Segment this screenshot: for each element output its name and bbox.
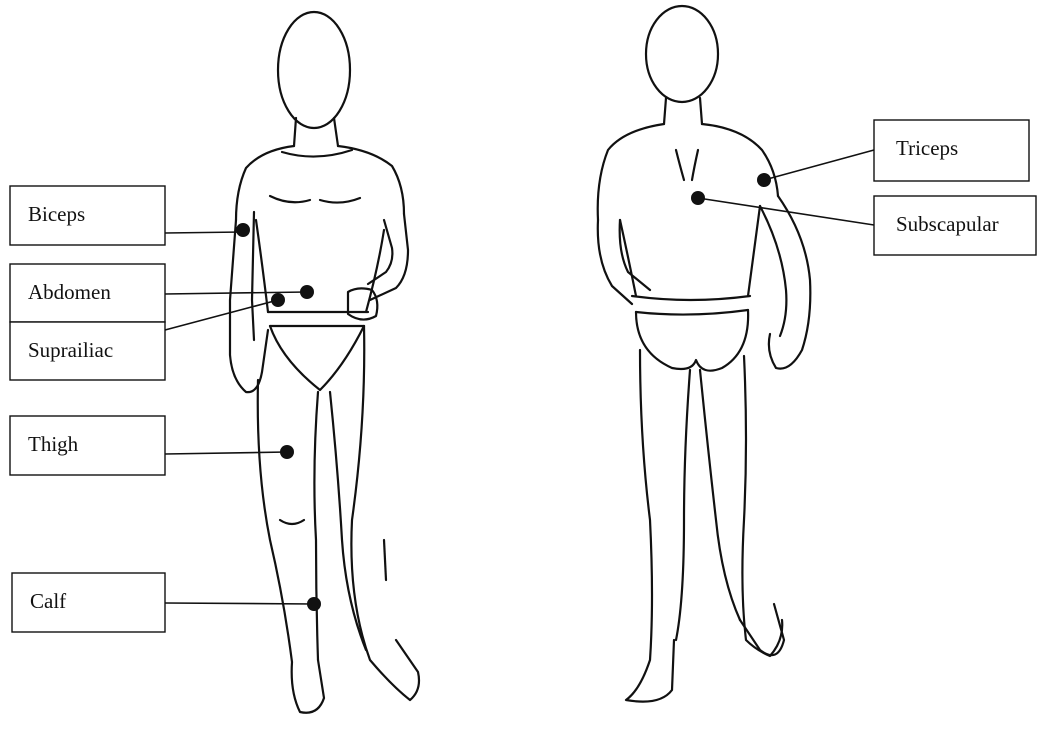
calf-leader-line [165, 603, 314, 604]
front-body-outline [230, 12, 419, 713]
abdomen-label-text: Abdomen [28, 280, 111, 304]
thigh-label-text: Thigh [28, 432, 79, 456]
calf-site-marker [307, 597, 321, 611]
biceps-label: Biceps [10, 186, 165, 245]
calf-label-text: Calf [30, 589, 66, 613]
abdomen-site-marker [300, 285, 314, 299]
biceps-leader-line [165, 232, 243, 233]
subscapular-label: Subscapular [874, 196, 1036, 255]
thigh-site-marker [280, 445, 294, 459]
thigh-label: Thigh [10, 416, 165, 475]
triceps-label: Triceps [874, 120, 1029, 181]
biceps-label-text: Biceps [28, 202, 85, 226]
abdomen-leader-line [165, 292, 307, 294]
subscapular-leader-line [698, 198, 874, 225]
subscapular-label-text: Subscapular [896, 212, 999, 236]
suprailiac-site-marker [271, 293, 285, 307]
suprailiac-label-text: Suprailiac [28, 338, 113, 362]
suprailiac-leader-line [165, 300, 278, 330]
triceps-leader-line [764, 150, 874, 180]
biceps-site-marker [236, 223, 250, 237]
suprailiac-label: Suprailiac [10, 322, 165, 380]
back-body-outline [598, 6, 811, 702]
leader-lines [165, 150, 874, 604]
thigh-leader-line [165, 452, 287, 454]
triceps-label-text: Triceps [896, 136, 958, 160]
subscapular-site-marker [691, 191, 705, 205]
calf-label: Calf [12, 573, 165, 632]
abdomen-label: Abdomen [10, 264, 165, 322]
triceps-site-marker [757, 173, 771, 187]
